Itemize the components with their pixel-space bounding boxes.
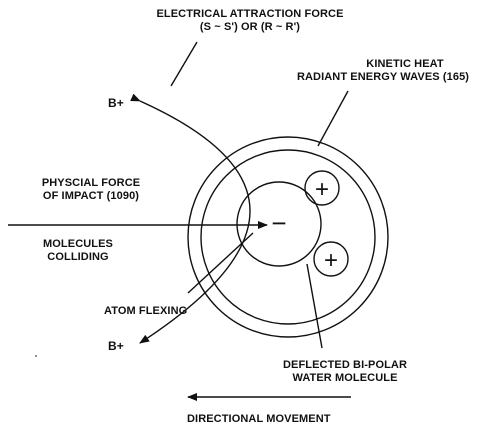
attraction-leader-line xyxy=(170,41,198,87)
plus-sign-bottom: + xyxy=(324,247,338,274)
attraction-force-line2: (S ~ S') OR (R ~ R') xyxy=(199,21,301,33)
kinetic-leader-line xyxy=(317,90,349,147)
physical-force-line1: PHYSCIAL FORCE xyxy=(41,177,141,189)
kinetic-heat-line1: KINETIC HEAT xyxy=(366,58,444,70)
attraction-force-label: ELECTRICAL ATTRACTION FORCE (S ~ S') OR … xyxy=(145,8,355,34)
kinetic-heat-label: KINETIC HEAT RADIANT ENERGY WAVES (165) xyxy=(283,58,483,84)
attraction-arc xyxy=(130,93,251,344)
outer-energy-ring xyxy=(187,136,389,338)
deflected-leader-line xyxy=(306,263,323,349)
hydrogen-atom-bottom xyxy=(313,241,349,277)
physical-force-line2: OF IMPACT (1090) xyxy=(42,190,140,202)
attraction-force-line1: ELECTRICAL ATTRACTION FORCE xyxy=(156,8,344,20)
physical-force-label: PHYSCIAL FORCE OF IMPACT (1090) xyxy=(16,177,166,203)
molecules-colliding-label: MOLECULES COLLIDING xyxy=(28,238,128,264)
atom-flexing-label: ATOM FLEXING xyxy=(104,305,188,317)
hydrogen-atom-top xyxy=(304,170,340,206)
deflected-molecule-label: DEFLECTED BI-POLAR WATER MOLECULE xyxy=(270,359,420,385)
minus-sign: − xyxy=(271,208,286,238)
plus-sign-top: + xyxy=(315,176,329,203)
directional-movement-label: DIRECTIONAL MOVEMENT xyxy=(187,413,331,425)
b-plus-bottom-label: B+ xyxy=(108,339,124,353)
deflected-line2: WATER MOLECULE xyxy=(292,372,398,384)
kinetic-heat-line2: RADIANT ENERGY WAVES (165) xyxy=(296,71,470,83)
stray-dot xyxy=(35,355,37,357)
oxygen-atom xyxy=(236,181,322,267)
b-plus-top-label: B+ xyxy=(108,96,124,110)
colliding-line: COLLIDING xyxy=(47,251,109,263)
molecules-line: MOLECULES xyxy=(43,238,113,250)
deflected-line1: DEFLECTED BI-POLAR xyxy=(282,359,408,371)
atom-flexing-leader-line xyxy=(187,232,254,294)
inner-energy-ring xyxy=(200,149,376,325)
